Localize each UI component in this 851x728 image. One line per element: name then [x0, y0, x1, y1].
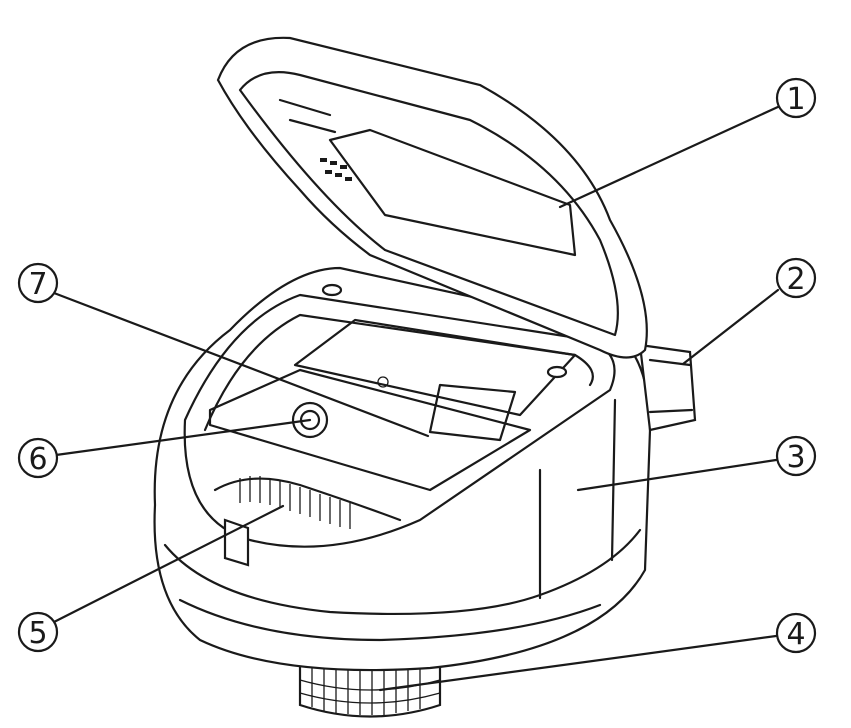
callout-6: 6	[17, 437, 59, 479]
svg-text:1: 1	[786, 82, 805, 117]
callout-2: 2	[775, 257, 817, 299]
leader-lines	[52, 104, 782, 692]
svg-text:3: 3	[786, 440, 805, 475]
svg-text:7: 7	[28, 267, 47, 302]
callout-1: 1	[775, 77, 817, 119]
housing	[153, 266, 652, 672]
callout-7: 7	[17, 262, 59, 304]
svg-text:6: 6	[28, 442, 47, 477]
svg-text:2: 2	[786, 262, 805, 297]
svg-text:5: 5	[28, 616, 47, 651]
coupling	[298, 658, 442, 718]
side-connector	[638, 343, 697, 432]
lid	[216, 36, 648, 359]
callout-5: 5	[17, 611, 59, 653]
callout-4: 4	[775, 612, 817, 654]
svg-text:4: 4	[786, 617, 805, 652]
callout-3: 3	[775, 435, 817, 477]
